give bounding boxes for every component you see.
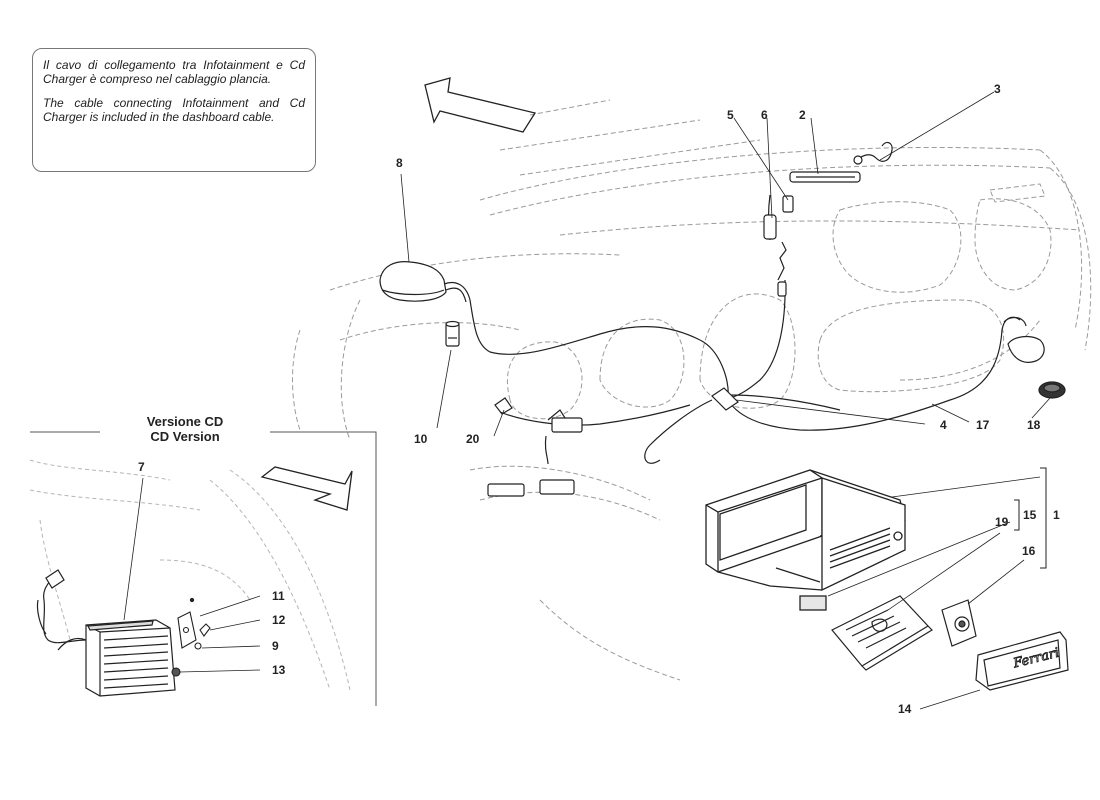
forward-arrow-icon bbox=[424, 77, 537, 133]
head-unit-1 bbox=[705, 469, 906, 611]
note-box: Il cavo di collegamento tra Infotainment… bbox=[32, 48, 316, 172]
note-english: The cable connecting Infotainment and Cd… bbox=[43, 96, 305, 124]
callout-2: 2 bbox=[799, 108, 806, 122]
callout-6: 6 bbox=[761, 108, 768, 122]
part-5-clip bbox=[782, 195, 794, 213]
antenna-module-8 bbox=[379, 261, 701, 355]
callout-19: 19 bbox=[995, 515, 1009, 529]
callout-4: 4 bbox=[940, 418, 947, 432]
inset-frame bbox=[30, 431, 377, 706]
inset-ghost-outline bbox=[29, 459, 351, 691]
cd-changer-7 bbox=[36, 569, 176, 697]
dashboard-ghost-outline bbox=[292, 99, 1092, 681]
wiring-4-20 bbox=[487, 387, 739, 497]
callout-1: 1 bbox=[1053, 508, 1060, 522]
callout-3: 3 bbox=[994, 82, 1001, 96]
leader-lines bbox=[123, 91, 1051, 710]
inset-title-italian: Versione CD bbox=[146, 414, 224, 429]
part-6-plug bbox=[763, 214, 777, 240]
callout-16: 16 bbox=[1022, 544, 1036, 558]
inset-title: Versione CD CD Version bbox=[100, 414, 270, 444]
ferrari-logo-text: Ferrari bbox=[1011, 646, 1061, 672]
callout-9: 9 bbox=[272, 639, 279, 653]
knob-16 bbox=[941, 599, 977, 647]
callout-17: 17 bbox=[976, 418, 990, 432]
ferrari-logo: Ferrari bbox=[1011, 645, 1062, 672]
note-italian: Il cavo di collegamento tra Infotainment… bbox=[43, 58, 305, 86]
callout-20: 20 bbox=[466, 432, 480, 446]
bracket-parts-9-11-12-13 bbox=[171, 597, 211, 677]
main-cable-17 bbox=[699, 279, 1021, 431]
callout-11: 11 bbox=[272, 589, 285, 603]
callout-12: 12 bbox=[272, 613, 286, 627]
manual-19 bbox=[831, 595, 933, 671]
callout-10: 10 bbox=[414, 432, 428, 446]
trim-plate-14 bbox=[975, 631, 1069, 691]
callout-5: 5 bbox=[727, 108, 734, 122]
callout-13: 13 bbox=[272, 663, 286, 677]
mic-parts-3-5-6 bbox=[763, 141, 893, 297]
direction-arrows bbox=[260, 77, 537, 511]
connector-10 bbox=[445, 320, 460, 347]
callout-15: 15 bbox=[1023, 508, 1037, 522]
callout-8: 8 bbox=[396, 156, 403, 170]
callout-18: 18 bbox=[1027, 418, 1041, 432]
grouping-brackets bbox=[1014, 467, 1047, 569]
callout-7: 7 bbox=[138, 460, 145, 474]
inset-title-english: CD Version bbox=[150, 429, 220, 444]
speaker-18 bbox=[1003, 316, 1066, 399]
inset-forward-arrow-icon bbox=[260, 466, 353, 511]
callout-14: 14 bbox=[898, 702, 912, 716]
